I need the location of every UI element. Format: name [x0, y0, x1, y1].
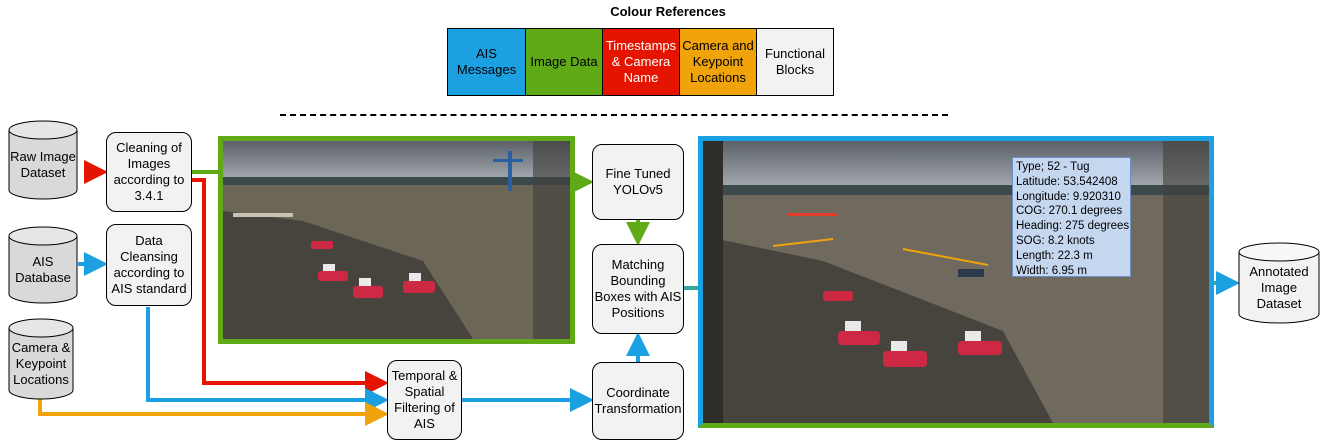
edge-ais-to-temporal [146, 307, 389, 412]
ais-database-label: AIS Database [15, 254, 71, 285]
annotated-scene-icon [703, 141, 1209, 423]
ais-info-overlay: Type; 52 - Tug Latitude: 53.542408 Longi… [1012, 157, 1131, 277]
ais-latitude: Latitude: 53.542408 [1016, 175, 1118, 188]
data-cleansing-block: Data Cleansing according to AIS standard [106, 224, 192, 306]
legend: AIS Messages Image Data Timestamps & Cam… [447, 28, 834, 96]
legend-ais-messages: AIS Messages [448, 29, 525, 95]
raw-image-dataset: Raw Image Dataset [8, 120, 78, 200]
input-image [218, 136, 575, 344]
ais-width: Width: 6.95 m [1016, 264, 1087, 277]
output-image [698, 136, 1214, 428]
legend-image-data: Image Data [525, 29, 602, 95]
ais-length: Length: 22.3 m [1016, 249, 1093, 262]
matching-block: Matching Bounding Boxes with AIS Positio… [592, 244, 684, 334]
legend-functional-blocks: Functional Blocks [756, 29, 833, 95]
legend-timestamps: Timestamps & Camera Name [602, 29, 679, 95]
raw-image-dataset-label: Raw Image Dataset [10, 149, 76, 180]
cleaning-block: Cleaning of Images according to 3.4.1 [106, 132, 192, 212]
coordinate-block: Coordinate Transformation [592, 362, 684, 440]
edge-timestamps [192, 178, 389, 395]
ais-longitude: Longitude: 9.920310 [1016, 190, 1121, 203]
camera-keypoint-locations: Camera & Keypoint Locations [8, 318, 74, 400]
annotated-image-label: Annotated Image Dataset [1249, 264, 1309, 311]
ais-cog: COG: 270.1 degrees [1016, 205, 1123, 218]
ais-heading: Heading: 275 degrees [1016, 220, 1130, 233]
annotated-image-dataset: Annotated Image Dataset [1238, 242, 1320, 324]
ais-database: AIS Database [8, 226, 78, 304]
camera-keypoint-label: Camera & Keypoint Locations [11, 340, 71, 387]
harbor-scene-icon [223, 141, 570, 339]
ais-sog: SOG: 8.2 knots [1016, 234, 1095, 247]
yolo-block: Fine Tuned YOLOv5 [592, 144, 684, 220]
legend-camera-locations: Camera and Keypoint Locations [679, 29, 756, 95]
legend-title: Colour References [610, 4, 726, 19]
temporal-spatial-block: Temporal & Spatial Filtering of AIS [387, 360, 462, 440]
separator-line [280, 114, 948, 116]
ais-type: Type; 52 - Tug [1016, 161, 1090, 173]
